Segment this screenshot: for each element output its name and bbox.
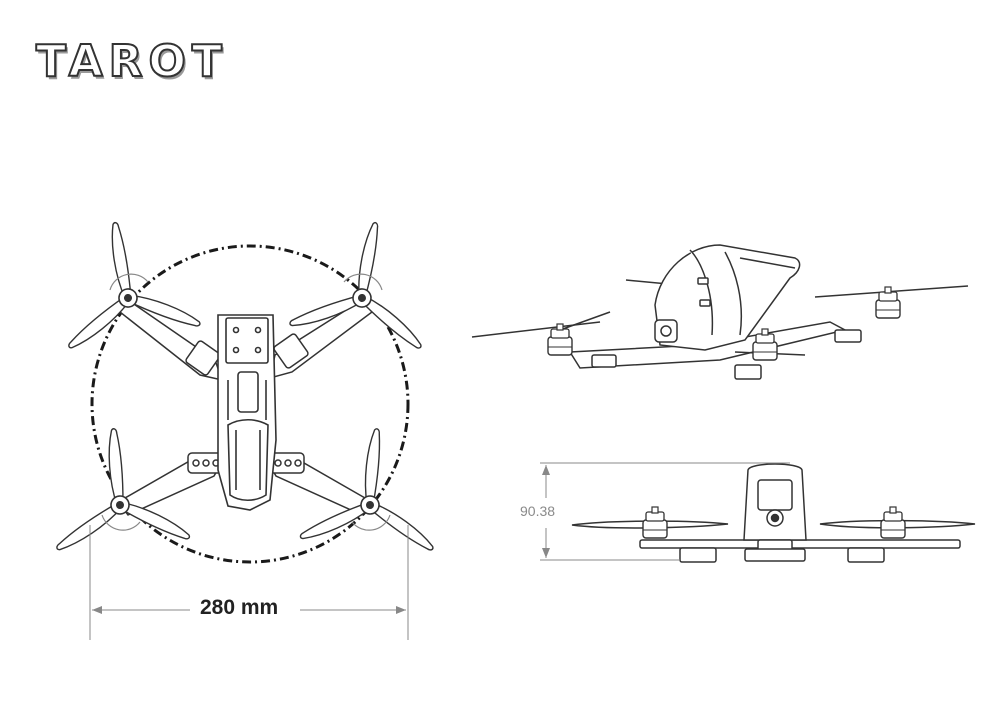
width-dimension-line — [89, 525, 409, 640]
height-dimension-label: 90.38 — [520, 503, 556, 519]
height-dimension-line — [540, 462, 790, 561]
tarot-logo: TAROT — [35, 35, 228, 88]
fuselage-top — [217, 314, 277, 511]
front-view — [571, 463, 976, 563]
top-propellers — [45, 211, 446, 556]
top-view — [45, 211, 446, 640]
propeller-span-circle — [90, 244, 410, 564]
frame-arms — [116, 298, 374, 516]
perspective-view — [471, 244, 969, 380]
width-dimension-label: 280 mm — [200, 596, 279, 619]
